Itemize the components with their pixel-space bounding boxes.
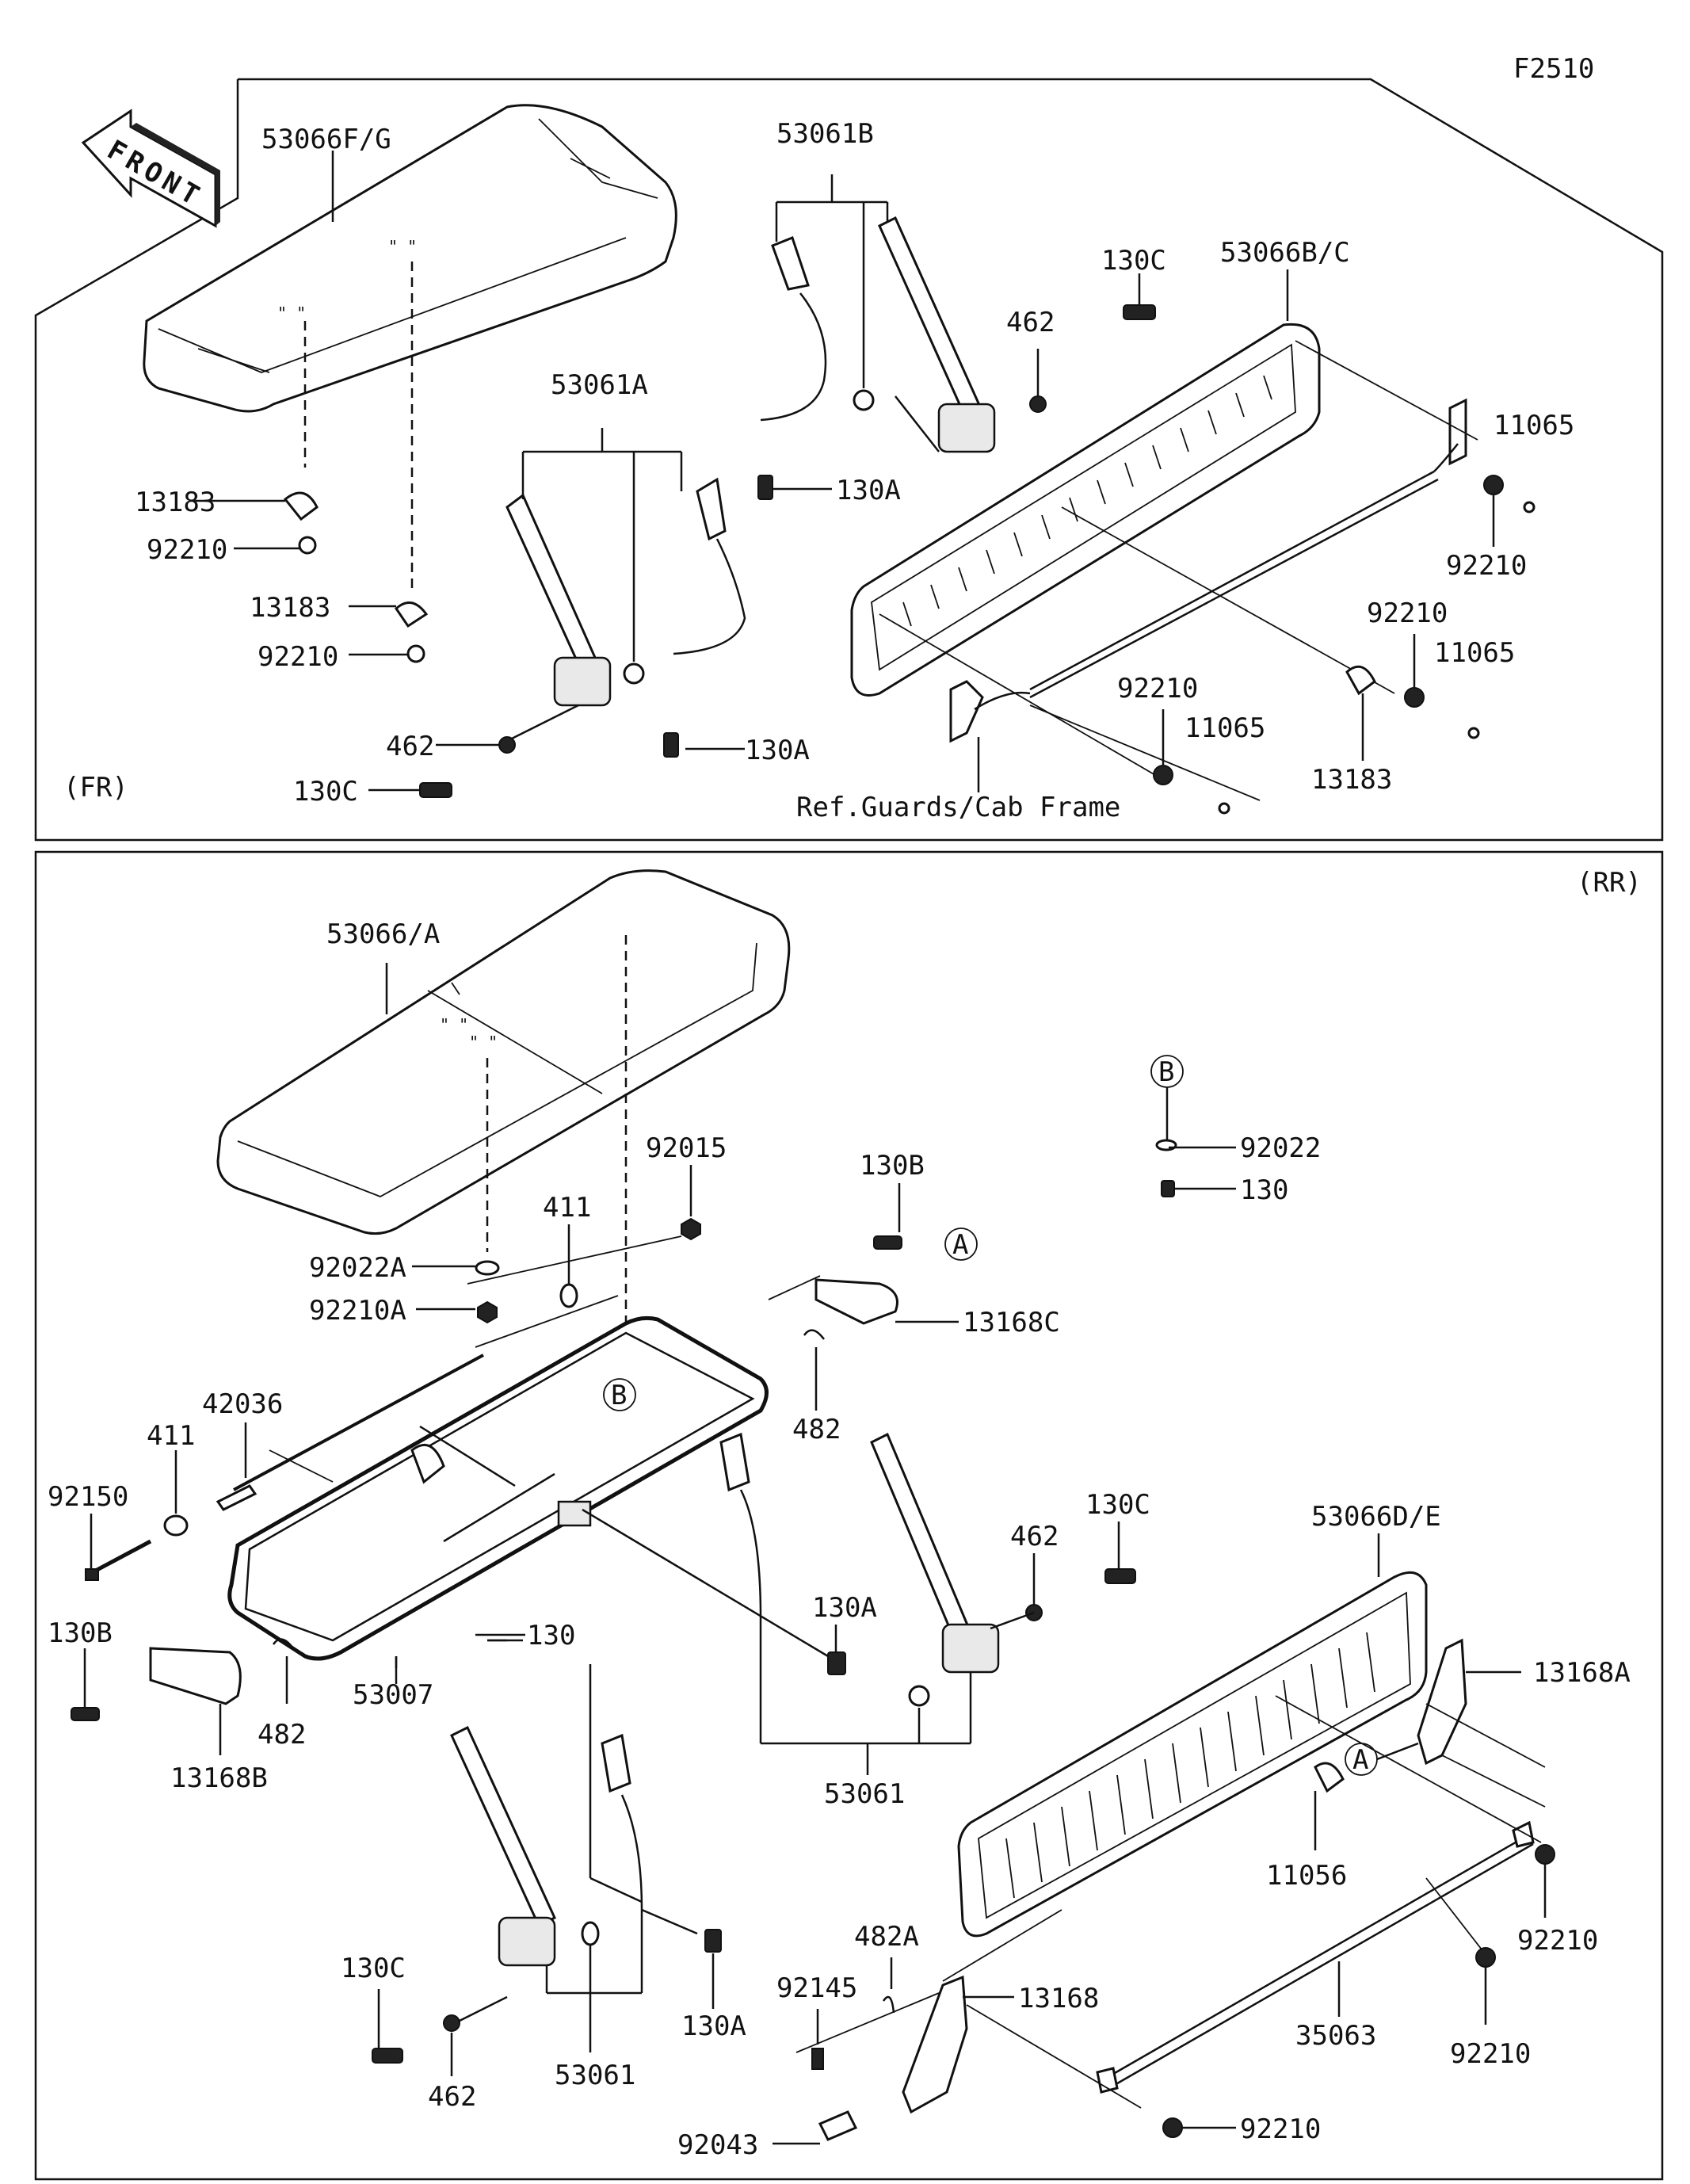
callout-92210: 92210 xyxy=(1446,550,1527,582)
rear-seat-frame xyxy=(227,1315,769,1661)
callout-35063: 35063 xyxy=(1295,2020,1376,2052)
callout-13183: 13183 xyxy=(250,592,330,624)
callout-92210: 92210 xyxy=(1367,598,1448,629)
callout-130B: 130B xyxy=(860,1150,925,1182)
front-section: FRONT " " " " xyxy=(34,78,1664,842)
callout-462: 462 xyxy=(1006,307,1055,338)
callout-13168: 13168 xyxy=(1018,1983,1099,2014)
callout-130A: 130A xyxy=(745,735,810,766)
seat-belt-53061A xyxy=(505,477,746,707)
callout-411: 411 xyxy=(543,1192,591,1224)
callout-11065: 11065 xyxy=(1185,712,1265,744)
callout-130: 130 xyxy=(527,1620,575,1651)
callout-130B: 130B xyxy=(48,1617,113,1649)
diagram-code: F2510 xyxy=(1513,53,1594,85)
callout-130C: 130C xyxy=(293,776,358,808)
rear-seat-back xyxy=(957,1571,1428,1938)
callout-53066DE: 53066D/E xyxy=(1311,1501,1441,1533)
callout-411: 411 xyxy=(147,1420,195,1452)
rear-leader-lines xyxy=(83,963,1547,2145)
svg-text:" ": " " xyxy=(440,1015,468,1034)
reference-note: Ref.Guards/Cab Frame xyxy=(796,792,1120,823)
callout-92043: 92043 xyxy=(677,2129,758,2161)
callout-462: 462 xyxy=(428,2081,476,2113)
callout-92022: 92022 xyxy=(1240,1132,1321,1164)
callout-92210: 92210 xyxy=(1517,1925,1598,1957)
callout-130A: 130A xyxy=(836,475,901,506)
callout-53061A: 53061A xyxy=(551,369,648,401)
callout-13168A: 13168A xyxy=(1533,1657,1631,1689)
svg-text:" ": " " xyxy=(388,237,417,256)
front-seat-cushion xyxy=(143,104,677,413)
callout-482A: 482A xyxy=(854,1921,919,1953)
callout-130C: 130C xyxy=(1101,245,1166,277)
callout-92145: 92145 xyxy=(776,1972,857,2004)
front-guard-rail xyxy=(949,398,1467,743)
circle-B-marker: B xyxy=(1158,1056,1174,1088)
callout-53061: 53061 xyxy=(555,2060,635,2091)
callout-13168C: 13168C xyxy=(963,1307,1060,1338)
svg-text:" ": " " xyxy=(277,304,306,323)
front-arrow-icon: FRONT xyxy=(81,109,220,228)
callout-92210: 92210 xyxy=(147,534,227,566)
callout-53066A: 53066/A xyxy=(326,918,440,950)
callout-482: 482 xyxy=(792,1414,841,1445)
callout-53007: 53007 xyxy=(353,1679,433,1711)
callout-130A: 130A xyxy=(681,2010,746,2042)
callout-130A: 130A xyxy=(812,1592,877,1624)
callout-53066FG: 53066F/G xyxy=(261,124,391,155)
callout-92210: 92210 xyxy=(258,641,338,673)
callout-92150: 92150 xyxy=(48,1481,128,1513)
rear-rail xyxy=(1096,1820,1535,2094)
callout-92210: 92210 xyxy=(1117,673,1198,704)
callout-11065: 11065 xyxy=(1494,410,1574,441)
section-tag-rear: (RR) xyxy=(1577,867,1642,899)
front-seat-back xyxy=(850,323,1321,697)
callout-11056: 11056 xyxy=(1266,1860,1347,1892)
rear-callouts: (RR) 53066/A B 92022 130 92015 130B A 13… xyxy=(48,867,1642,2161)
rear-seat-cushion xyxy=(216,869,791,1235)
callout-92022A: 92022A xyxy=(309,1252,406,1284)
circle-A-marker: A xyxy=(952,1229,968,1261)
callout-92210: 92210 xyxy=(1450,2038,1531,2070)
callout-11065: 11065 xyxy=(1434,637,1515,669)
callout-42036: 42036 xyxy=(202,1388,283,1420)
callout-13183: 13183 xyxy=(1311,764,1392,796)
callout-53066BC: 53066B/C xyxy=(1220,237,1350,269)
callout-92210: 92210 xyxy=(1240,2113,1321,2145)
seat-belt-53061-lower xyxy=(450,1725,643,1967)
callout-13183: 13183 xyxy=(135,487,216,518)
callout-130C: 130C xyxy=(341,1953,406,1984)
section-tag-front: (FR) xyxy=(63,772,128,804)
callout-130: 130 xyxy=(1240,1174,1288,1206)
front-callouts: 53066F/G 13183 92210 13183 92210 53061A … xyxy=(63,118,1574,823)
seat-belt-53061-center xyxy=(719,1432,1000,1707)
callout-482: 482 xyxy=(258,1719,306,1751)
callout-130C: 130C xyxy=(1085,1489,1150,1521)
svg-text:" ": " " xyxy=(469,1033,498,1052)
callout-53061: 53061 xyxy=(824,1778,905,1810)
circle-B-marker: B xyxy=(611,1380,627,1411)
seat-belt-53061B xyxy=(760,216,996,453)
callout-53061B: 53061B xyxy=(776,118,874,150)
callout-92210A: 92210A xyxy=(309,1295,406,1327)
rear-section: " " " " xyxy=(34,850,1664,2181)
callout-462: 462 xyxy=(1010,1521,1059,1552)
callout-462: 462 xyxy=(386,731,434,762)
callout-92015: 92015 xyxy=(646,1132,727,1164)
callout-13168B: 13168B xyxy=(170,1762,268,1794)
front-leader-lines xyxy=(194,151,1495,792)
circle-A-marker: A xyxy=(1352,1744,1368,1776)
